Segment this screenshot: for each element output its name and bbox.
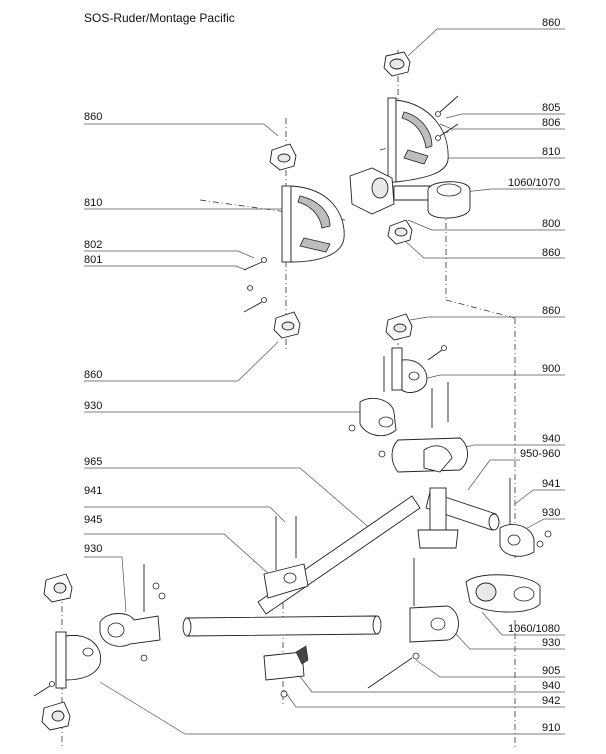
clamp-930-upper bbox=[348, 398, 397, 458]
hub-800 bbox=[349, 167, 433, 215]
plate-810-left bbox=[281, 185, 345, 263]
label-940: 940 bbox=[542, 680, 560, 692]
label-965: 965 bbox=[84, 456, 102, 468]
label-930: 930 bbox=[84, 400, 102, 412]
label-910: 910 bbox=[542, 722, 560, 734]
tube-950-960 bbox=[417, 487, 500, 549]
bolt-905 bbox=[367, 652, 420, 689]
bolts-805-806 bbox=[435, 95, 459, 141]
clamp-941-right bbox=[499, 478, 552, 557]
diagram-title: SOS-Ruder/Montage Pacific bbox=[84, 11, 235, 25]
left-assembly bbox=[33, 564, 166, 731]
label-950-960: 950-960 bbox=[520, 448, 560, 460]
label-860: 860 bbox=[542, 247, 560, 259]
label-800: 800 bbox=[542, 218, 560, 230]
label-905: 905 bbox=[542, 665, 560, 677]
plate-810-right bbox=[387, 97, 449, 183]
label-930: 930 bbox=[84, 543, 102, 555]
rudder-mount-top bbox=[243, 51, 471, 339]
label-810: 810 bbox=[84, 197, 102, 209]
crossbar bbox=[182, 615, 382, 637]
cap-left-top bbox=[43, 573, 73, 603]
label-930: 930 bbox=[542, 637, 560, 649]
cap-860-left-bottom bbox=[273, 311, 301, 339]
tee-940 bbox=[391, 437, 468, 473]
plate-910 bbox=[33, 631, 102, 697]
bracket-900 bbox=[383, 345, 447, 393]
label-806: 806 bbox=[542, 117, 560, 129]
clamp-942 bbox=[263, 645, 309, 698]
clamp-1060-1080 bbox=[465, 574, 541, 613]
part-labels: 860 805 806 810 1060/1070 800 860 860 81… bbox=[84, 17, 560, 734]
cap-left-bottom bbox=[41, 701, 71, 731]
label-1060-1080: 1060/1080 bbox=[508, 623, 560, 635]
label-940: 940 bbox=[542, 433, 560, 445]
bolts-801-802 bbox=[243, 257, 267, 313]
bolts-vertical-940 bbox=[431, 382, 449, 428]
label-900: 900 bbox=[542, 363, 560, 375]
label-941: 941 bbox=[542, 478, 560, 490]
cap-860-left-top bbox=[269, 143, 297, 171]
label-860: 860 bbox=[84, 111, 102, 123]
cap-860-middle bbox=[385, 313, 413, 341]
tube-965 bbox=[257, 495, 421, 615]
label-860: 860 bbox=[542, 305, 560, 317]
clamp-930-lower bbox=[409, 558, 459, 643]
label-860: 860 bbox=[542, 17, 560, 29]
label-942: 942 bbox=[542, 695, 560, 707]
label-810: 810 bbox=[542, 146, 560, 158]
label-941: 941 bbox=[84, 485, 102, 497]
label-945: 945 bbox=[84, 514, 102, 526]
label-805: 805 bbox=[542, 102, 560, 114]
label-802: 802 bbox=[84, 239, 102, 251]
cap-860-mid bbox=[387, 219, 413, 245]
cap-860-top bbox=[383, 51, 411, 77]
middle-assembly bbox=[348, 313, 468, 473]
label-801: 801 bbox=[84, 254, 102, 266]
clamp-1060 bbox=[427, 181, 471, 219]
label-1060-1070: 1060/1070 bbox=[508, 177, 560, 189]
label-860: 860 bbox=[84, 369, 102, 381]
clamp-930-left bbox=[99, 564, 166, 662]
clamp-945 bbox=[263, 516, 309, 599]
label-930: 930 bbox=[542, 507, 560, 519]
